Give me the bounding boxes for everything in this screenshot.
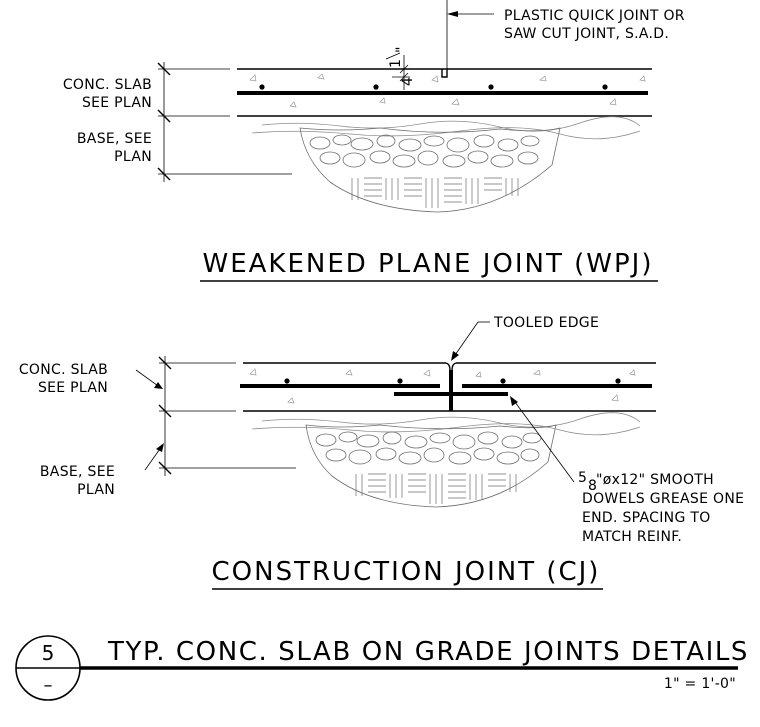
wpj-depth-denominator: 4 [400, 77, 416, 86]
cj-detail: CONC. SLAB SEE PLAN BASE, SEE PLAN TOOLE… [19, 315, 744, 590]
svg-text:1: 1 [388, 59, 404, 68]
cj-dowel-leader [510, 396, 575, 483]
wpj-thickness-dimension [157, 62, 292, 182]
cj-tooled-edge-left [445, 362, 451, 411]
cj-tooled-edge-leader [451, 321, 490, 361]
wpj-base-course [251, 116, 641, 213]
detail-number: 5 [42, 641, 55, 665]
cj-dowel-fraction-den: 8 [588, 478, 597, 494]
wpj-detail: 1 " 4 [63, 0, 685, 282]
wpj-rebar-dot [373, 84, 379, 90]
detail-scale: 1" = 1'-0" [664, 676, 736, 692]
wpj-joint-note-2: SAW CUT JOINT, S.A.D. [504, 26, 669, 42]
cj-tooled-edge-right [451, 362, 457, 411]
wpj-joint-note: PLASTIC QUICK JOINT OR [504, 8, 685, 24]
wpj-depth-tick [399, 72, 409, 82]
sheet-number: – [44, 675, 53, 696]
wpj-leader-arrow [447, 11, 458, 17]
wpj-title: WEAKENED PLANE JOINT (WPJ) [203, 249, 654, 279]
wpj-slab-label: CONC. SLAB [63, 77, 152, 93]
cj-concrete-aggregate [249, 368, 636, 404]
cj-title: CONSTRUCTION JOINT (CJ) [212, 557, 601, 587]
wpj-saw-cut-groove [441, 69, 448, 78]
cj-dowel-note-3: END. SPACING TO [582, 510, 711, 526]
wpj-base-label: BASE, SEE [77, 131, 152, 147]
wpj-slab-label-2: SEE PLAN [82, 95, 152, 111]
cj-dowel-fraction-num: 5 [578, 470, 587, 486]
wpj-rebar-dot [488, 84, 494, 90]
cj-rebar-dot [615, 378, 621, 384]
cj-base-course [251, 412, 641, 508]
detail-title: TYP. CONC. SLAB ON GRADE JOINTS DETAILS [107, 637, 749, 667]
cj-rebar-dot [397, 378, 403, 384]
cj-slab-label: CONC. SLAB [19, 362, 108, 378]
cj-dowel-note-2: DOWELS GREASE ONE [582, 491, 744, 507]
wpj-rebar-dot [602, 84, 608, 90]
cj-dowel-note-4: MATCH REINF. [582, 529, 682, 545]
wpj-depth-label: 1 " [385, 46, 410, 68]
cj-dowel-note-1: "øx12" SMOOTH [596, 472, 714, 488]
cj-slab-label-2: SEE PLAN [38, 380, 108, 396]
wpj-concrete-aggregate [249, 73, 646, 108]
cj-tooled-edge-note: TOOLED EDGE [493, 315, 599, 331]
wpj-depth-tick [399, 64, 409, 74]
svg-text:": " [394, 46, 410, 53]
wpj-rebar-dot [259, 84, 265, 90]
cj-rebar-dot [284, 378, 290, 384]
title-block: 5 – TYP. CONC. SLAB ON GRADE JOINTS DETA… [15, 635, 749, 701]
cj-rebar-dot [500, 378, 506, 384]
cj-base-label: BASE, SEE [40, 464, 115, 480]
wpj-base-label-2: PLAN [114, 149, 152, 165]
cj-dowel-note: 5 8 "øx12" SMOOTH DOWELS GREASE ONE END.… [578, 470, 744, 545]
cj-base-label-2: PLAN [77, 482, 115, 498]
cj-thickness-dimension [135, 356, 296, 476]
